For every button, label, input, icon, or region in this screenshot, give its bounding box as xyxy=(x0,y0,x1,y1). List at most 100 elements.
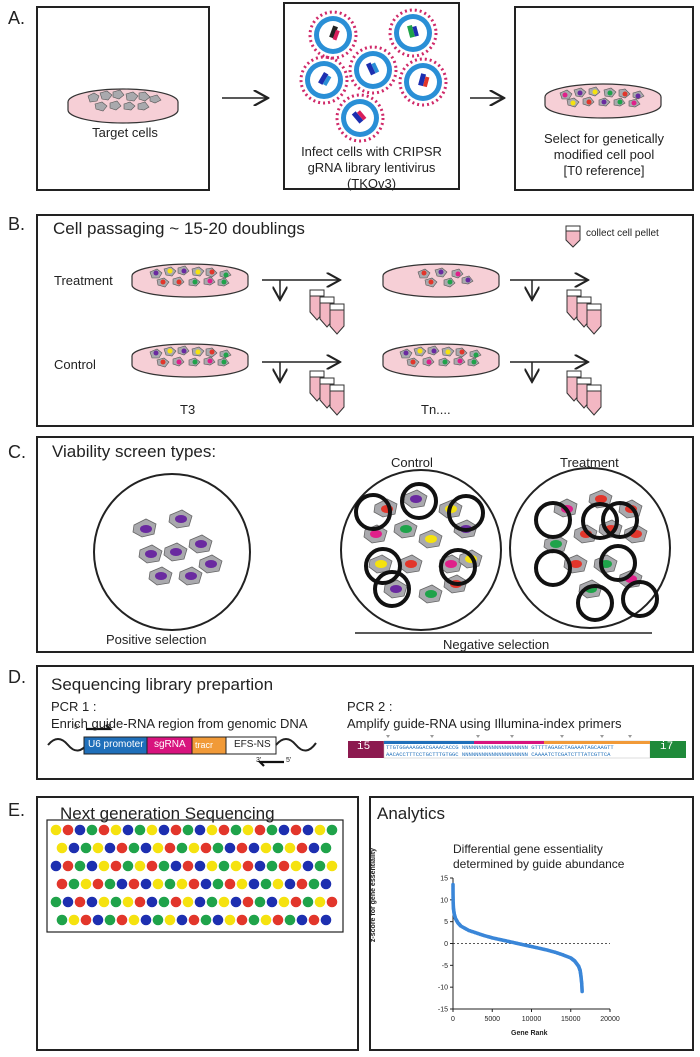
sequencing-cluster-dot xyxy=(290,896,302,908)
chart-x-tick-label: 5000 xyxy=(484,1016,500,1023)
label-five-prime-right: 5' xyxy=(286,757,292,764)
sequencing-cluster-dot xyxy=(194,860,206,872)
sequencing-cluster-dot xyxy=(236,878,248,890)
sequencing-cluster-dot xyxy=(170,896,182,908)
sequencing-cluster-dot xyxy=(260,842,272,854)
sequencing-cluster-dot xyxy=(92,914,104,926)
sequencing-cluster-dot xyxy=(176,878,188,890)
label-treatment: Treatment xyxy=(54,273,113,288)
sequencing-cluster-dot xyxy=(50,860,62,872)
sequencing-cluster-dot xyxy=(326,824,338,836)
sequencing-cluster-dot xyxy=(236,914,248,926)
sequencing-cluster-dot xyxy=(320,914,332,926)
sequencing-cluster-dot xyxy=(218,860,230,872)
sequencing-cluster-dot xyxy=(62,860,74,872)
sequencing-cluster-dot xyxy=(272,878,284,890)
sequencing-cluster-dot xyxy=(92,842,104,854)
sequencing-cluster-dot xyxy=(224,878,236,890)
label-three-prime-right: 3' xyxy=(256,757,262,764)
label-c-control: Control xyxy=(391,455,433,470)
sequencing-cluster-dot xyxy=(116,914,128,926)
label-select-line1: Select for genetically xyxy=(544,131,664,146)
sequencing-cluster-dot xyxy=(218,824,230,836)
dish-treatment-t3 xyxy=(131,263,249,298)
sequencing-cluster-dot xyxy=(230,824,242,836)
sequencing-cluster-dot xyxy=(194,824,206,836)
sequencing-cluster-dot xyxy=(296,842,308,854)
sequencing-cluster-dot xyxy=(158,860,170,872)
sequencing-cluster-dot xyxy=(86,860,98,872)
sequencing-cluster-dot xyxy=(254,824,266,836)
virus-5 xyxy=(398,57,448,107)
sequencing-cluster-dot xyxy=(110,896,122,908)
sequencing-cluster-dot xyxy=(254,896,266,908)
label-efs-ns: EFS-NS xyxy=(234,739,271,750)
panel-e-box-ngs xyxy=(36,796,359,1051)
sequencing-cluster-dot xyxy=(146,860,158,872)
sequencing-cluster-dot xyxy=(116,842,128,854)
panel-b-box xyxy=(36,214,694,427)
sequencing-cluster-dot xyxy=(140,914,152,926)
sequencing-cluster-dot xyxy=(188,878,200,890)
sequencing-cluster-dot xyxy=(164,914,176,926)
sequencing-cluster-dot xyxy=(320,878,332,890)
sequencing-cluster-dot xyxy=(134,824,146,836)
sequencing-cluster-dot xyxy=(170,824,182,836)
sequencing-cluster-dot xyxy=(170,860,182,872)
sequencing-cluster-dot xyxy=(272,842,284,854)
label-infect-line1: Infect cells with CRIPSR xyxy=(301,144,442,159)
chart-xlabel: Gene Rank xyxy=(511,1030,548,1037)
label-i7: i7 xyxy=(660,741,674,753)
passaging-arrows xyxy=(262,280,588,382)
dish-control-tn xyxy=(382,343,500,378)
sequencing-cluster-dot xyxy=(314,896,326,908)
chart-y-tick-label: 0 xyxy=(444,941,448,948)
sequencing-cluster-dot xyxy=(104,842,116,854)
sequencing-cluster-dot xyxy=(278,896,290,908)
sequencing-cluster-dot xyxy=(206,824,218,836)
sequencing-cluster-dot xyxy=(176,842,188,854)
sequencing-cluster-dot xyxy=(182,860,194,872)
sequencing-cluster-dot xyxy=(254,860,266,872)
label-u6-promoter: U6 promoter xyxy=(88,739,144,750)
sequencing-cluster-dot xyxy=(278,824,290,836)
sequencing-cluster-dot xyxy=(140,878,152,890)
chart-y-tick-label: -15 xyxy=(438,1007,448,1014)
sequencing-cluster-dot xyxy=(230,896,242,908)
sequencing-cluster-dot xyxy=(56,842,68,854)
sequencing-cluster-dot xyxy=(296,878,308,890)
sequencing-cluster-dot xyxy=(62,896,74,908)
sequencing-cluster-dot xyxy=(308,878,320,890)
label-t3: T3 xyxy=(180,402,196,417)
sequencing-cluster-dot xyxy=(128,878,140,890)
sequencing-cluster-dot xyxy=(242,824,254,836)
sequencing-cluster-dot xyxy=(212,914,224,926)
sequencing-cluster-dot xyxy=(314,824,326,836)
label-infect-line3: (TKOv3) xyxy=(346,176,397,191)
label-target-cells: Target cells xyxy=(92,125,158,140)
panel-c-title: Viability screen types: xyxy=(52,442,217,461)
sequence-top-strand: TTGTGGAAAGGACGAAACACCG NNNNNNNNNNNNNNNNN… xyxy=(386,744,614,751)
sequencing-cluster-dot xyxy=(326,896,338,908)
sequencing-cluster-dot xyxy=(56,914,68,926)
virus-3 xyxy=(299,55,349,105)
sequencing-cluster-dot xyxy=(104,914,116,926)
pcr2-desc: Amplify guide-RNA using Illumina-index p… xyxy=(347,716,622,731)
panel-b-label: B. xyxy=(8,214,26,234)
sequencing-cluster-dot xyxy=(266,824,278,836)
sequencing-cluster-dot xyxy=(122,896,134,908)
legend-collect-pellet: collect cell pellet xyxy=(586,228,659,239)
sequencing-cluster-dot xyxy=(236,842,248,854)
sequencing-cluster-dot xyxy=(224,842,236,854)
sequencing-cluster-dot xyxy=(152,914,164,926)
sequencing-cluster-dot xyxy=(248,878,260,890)
chart-x-tick-label: 10000 xyxy=(522,1016,542,1023)
sequencing-cluster-dot xyxy=(152,878,164,890)
sequencing-cluster-dot xyxy=(140,842,152,854)
sequencing-cluster-dot xyxy=(98,824,110,836)
sequencing-cluster-dot xyxy=(206,896,218,908)
sequencing-cluster-dot xyxy=(134,860,146,872)
label-negative-selection: Negative selection xyxy=(443,637,550,652)
label-tn: Tn.... xyxy=(421,402,451,417)
